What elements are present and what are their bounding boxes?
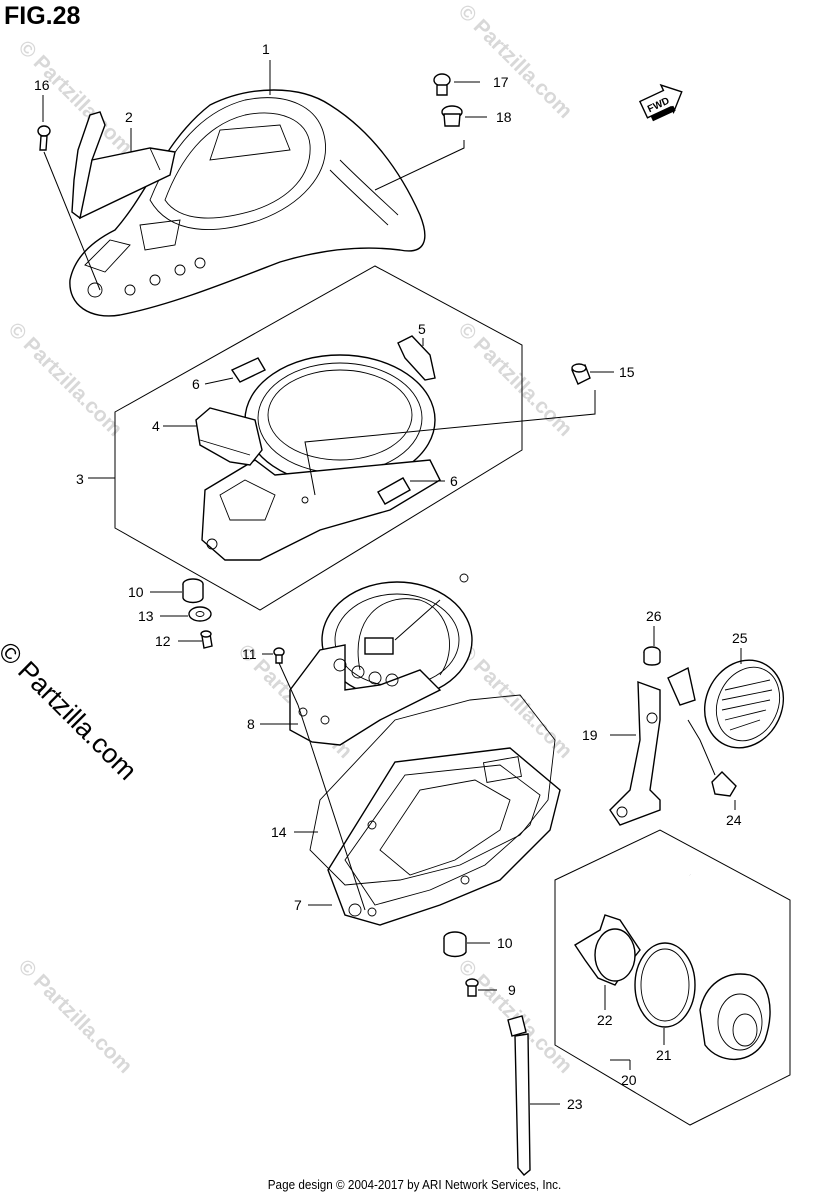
callout-6: 6: [450, 473, 458, 489]
callout-1: 1: [262, 41, 270, 57]
callout-3: 3: [76, 471, 84, 487]
callout-13: 13: [138, 608, 154, 624]
callout-16: 16: [34, 77, 50, 93]
bolt-9-icon: [465, 978, 479, 997]
grommet-10-upper-icon: [182, 578, 204, 604]
callout-24: 24: [726, 812, 742, 828]
speedometer-assembly: [289, 573, 473, 746]
bracket-19: [609, 666, 696, 826]
meter-case-upper: [201, 354, 441, 561]
callout-17: 17: [493, 74, 509, 90]
callout-12: 12: [155, 633, 171, 649]
cushion-5-icon: [397, 335, 436, 381]
washer-13-icon: [188, 606, 212, 622]
lamp-socket-20: [688, 873, 771, 1061]
figure-title: FIG.28: [4, 2, 81, 30]
screw-17-icon: [433, 73, 451, 96]
screw-11-icon: [273, 647, 299, 706]
callout-10: 10: [497, 935, 513, 951]
meter-case-lower: [327, 747, 561, 926]
cap-15-icon: [571, 363, 591, 385]
callout-9: 9: [508, 982, 516, 998]
callout-20: 20: [621, 1072, 637, 1088]
clamp-24-icon: [711, 771, 737, 797]
cushion-4-icon: [195, 407, 263, 466]
gasket-14: [309, 694, 556, 886]
collar-26-icon: [643, 646, 661, 666]
callout-11: 11: [242, 646, 257, 662]
callout-25: 25: [732, 630, 748, 646]
callout-22: 22: [597, 1012, 613, 1028]
callout-14: 14: [271, 824, 287, 840]
cable-tie-23: [507, 1015, 531, 1176]
callout-10: 10: [128, 584, 144, 600]
callout-5: 5: [418, 321, 426, 337]
bolt-12-icon: [200, 630, 213, 649]
ring-21: [634, 942, 696, 1028]
screw-16-icon: [37, 125, 101, 291]
socket-22: [574, 914, 641, 986]
grommet-10-lower-icon: [443, 931, 467, 958]
subassembly-box-20: [554, 829, 791, 1126]
grommet-18-icon: [441, 105, 463, 127]
cover-panel: [71, 111, 176, 220]
cushion-6-icon: [230, 357, 411, 505]
callout-8: 8: [247, 716, 255, 732]
callout-15: 15: [619, 364, 635, 380]
callout-18: 18: [496, 109, 512, 125]
callout-19: 19: [582, 727, 598, 743]
callout-23: 23: [567, 1096, 583, 1112]
page-footer: Page design © 2004-2017 by ARI Network S…: [267, 1177, 562, 1192]
callout-7: 7: [294, 897, 302, 913]
callout-21: 21: [656, 1047, 672, 1063]
subassembly-box-3: [114, 265, 523, 611]
callout-4: 4: [152, 418, 160, 434]
meter-cover: [69, 89, 426, 317]
callout-6: 6: [192, 376, 200, 392]
callout-26: 26: [646, 608, 662, 624]
fwd-arrow-icon: FWD: [638, 83, 683, 122]
callout-2: 2: [125, 109, 133, 125]
reflector-25: [703, 659, 785, 749]
